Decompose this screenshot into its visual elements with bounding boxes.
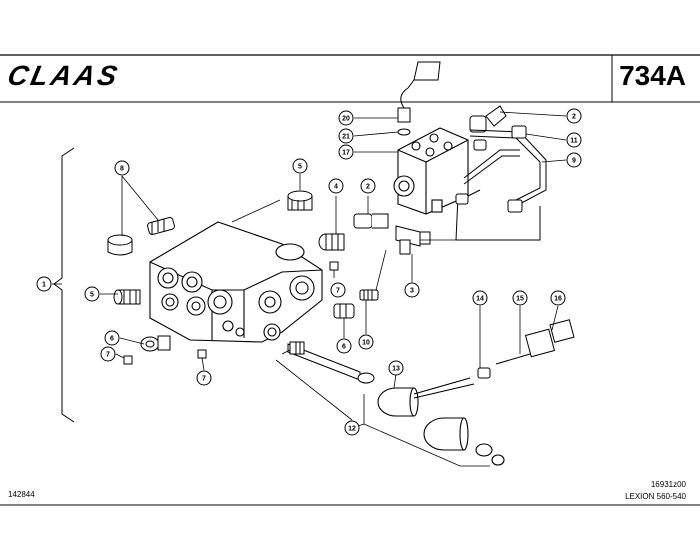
callout-label: 5	[90, 292, 94, 299]
callout-label: 7	[202, 376, 206, 383]
fitting-4	[318, 233, 345, 251]
elbow-2-top	[469, 105, 507, 133]
callout-8: 8	[114, 160, 130, 176]
callout-label: 11	[570, 138, 578, 145]
fitting-5-left	[113, 289, 141, 305]
hose-lines	[455, 129, 547, 241]
plug-part	[107, 217, 175, 256]
callout-label: 9	[572, 158, 576, 165]
callout-20: 20	[338, 110, 354, 126]
callout-label: 7	[106, 352, 110, 359]
footer-right-code: 16931z00	[650, 480, 686, 489]
callout-label: 14	[476, 296, 484, 303]
callout-7: 7	[196, 370, 212, 386]
callout-label: 5	[298, 164, 302, 171]
valve-block	[149, 221, 323, 343]
callout-label: 13	[392, 366, 400, 373]
callout-10: 10	[358, 334, 374, 350]
callout-6: 6	[104, 330, 120, 346]
callout-21: 21	[338, 128, 354, 144]
callout-12: 12	[344, 420, 360, 436]
callout-7: 7	[100, 346, 116, 362]
fitting-10	[359, 289, 379, 301]
callout-7: 7	[330, 282, 346, 298]
callout-label: 17	[342, 150, 350, 157]
callout-label: 21	[342, 134, 350, 141]
callout-label: 10	[362, 340, 370, 347]
callout-2: 2	[566, 108, 582, 124]
callout-14: 14	[472, 290, 488, 306]
fitting-6-left	[140, 335, 171, 352]
spool-12	[287, 341, 375, 384]
callout-label: 2	[572, 114, 576, 121]
hose-fittings	[455, 125, 527, 213]
callout-2: 2	[360, 178, 376, 194]
elbow-2-mid	[353, 213, 389, 229]
callout-9: 9	[566, 152, 582, 168]
callout-label: 6	[110, 336, 114, 343]
callout-3: 3	[404, 282, 420, 298]
callout-16: 16	[550, 290, 566, 306]
callout-label: 1	[42, 282, 46, 289]
fitting-5-upper	[287, 190, 313, 211]
plate-number: 734A	[619, 60, 686, 91]
callout-label: 7	[336, 288, 340, 295]
callout-label: 16	[554, 296, 562, 303]
connector-14-16	[477, 319, 575, 379]
tee-3	[395, 225, 431, 255]
callout-label: 4	[334, 184, 338, 191]
lever-20	[397, 61, 441, 123]
coil-13	[377, 377, 505, 466]
callout-1: 1	[36, 276, 52, 292]
callout-label: 8	[120, 166, 124, 173]
group-bracket	[53, 147, 75, 423]
callout-6: 6	[336, 338, 352, 354]
callout-5: 5	[84, 286, 100, 302]
callout-15: 15	[512, 290, 528, 306]
callout-11: 11	[566, 132, 582, 148]
footer-left-code: 142844	[8, 490, 35, 499]
callout-5: 5	[292, 158, 308, 174]
leader-lines	[52, 111, 567, 467]
callout-4: 4	[328, 178, 344, 194]
callout-label: 6	[342, 344, 346, 351]
fitting-6-right	[333, 303, 355, 319]
callout-label: 20	[342, 116, 350, 123]
callout-13: 13	[388, 360, 404, 376]
footer-model: LEXION 560-540	[625, 492, 686, 501]
callout-17: 17	[338, 144, 354, 160]
callout-label: 2	[366, 184, 370, 191]
o-ring-21	[397, 128, 411, 136]
callout-label: 3	[410, 288, 414, 295]
callout-label: 15	[516, 296, 524, 303]
callout-label: 12	[348, 426, 356, 433]
solenoid-valve-17	[393, 127, 469, 215]
